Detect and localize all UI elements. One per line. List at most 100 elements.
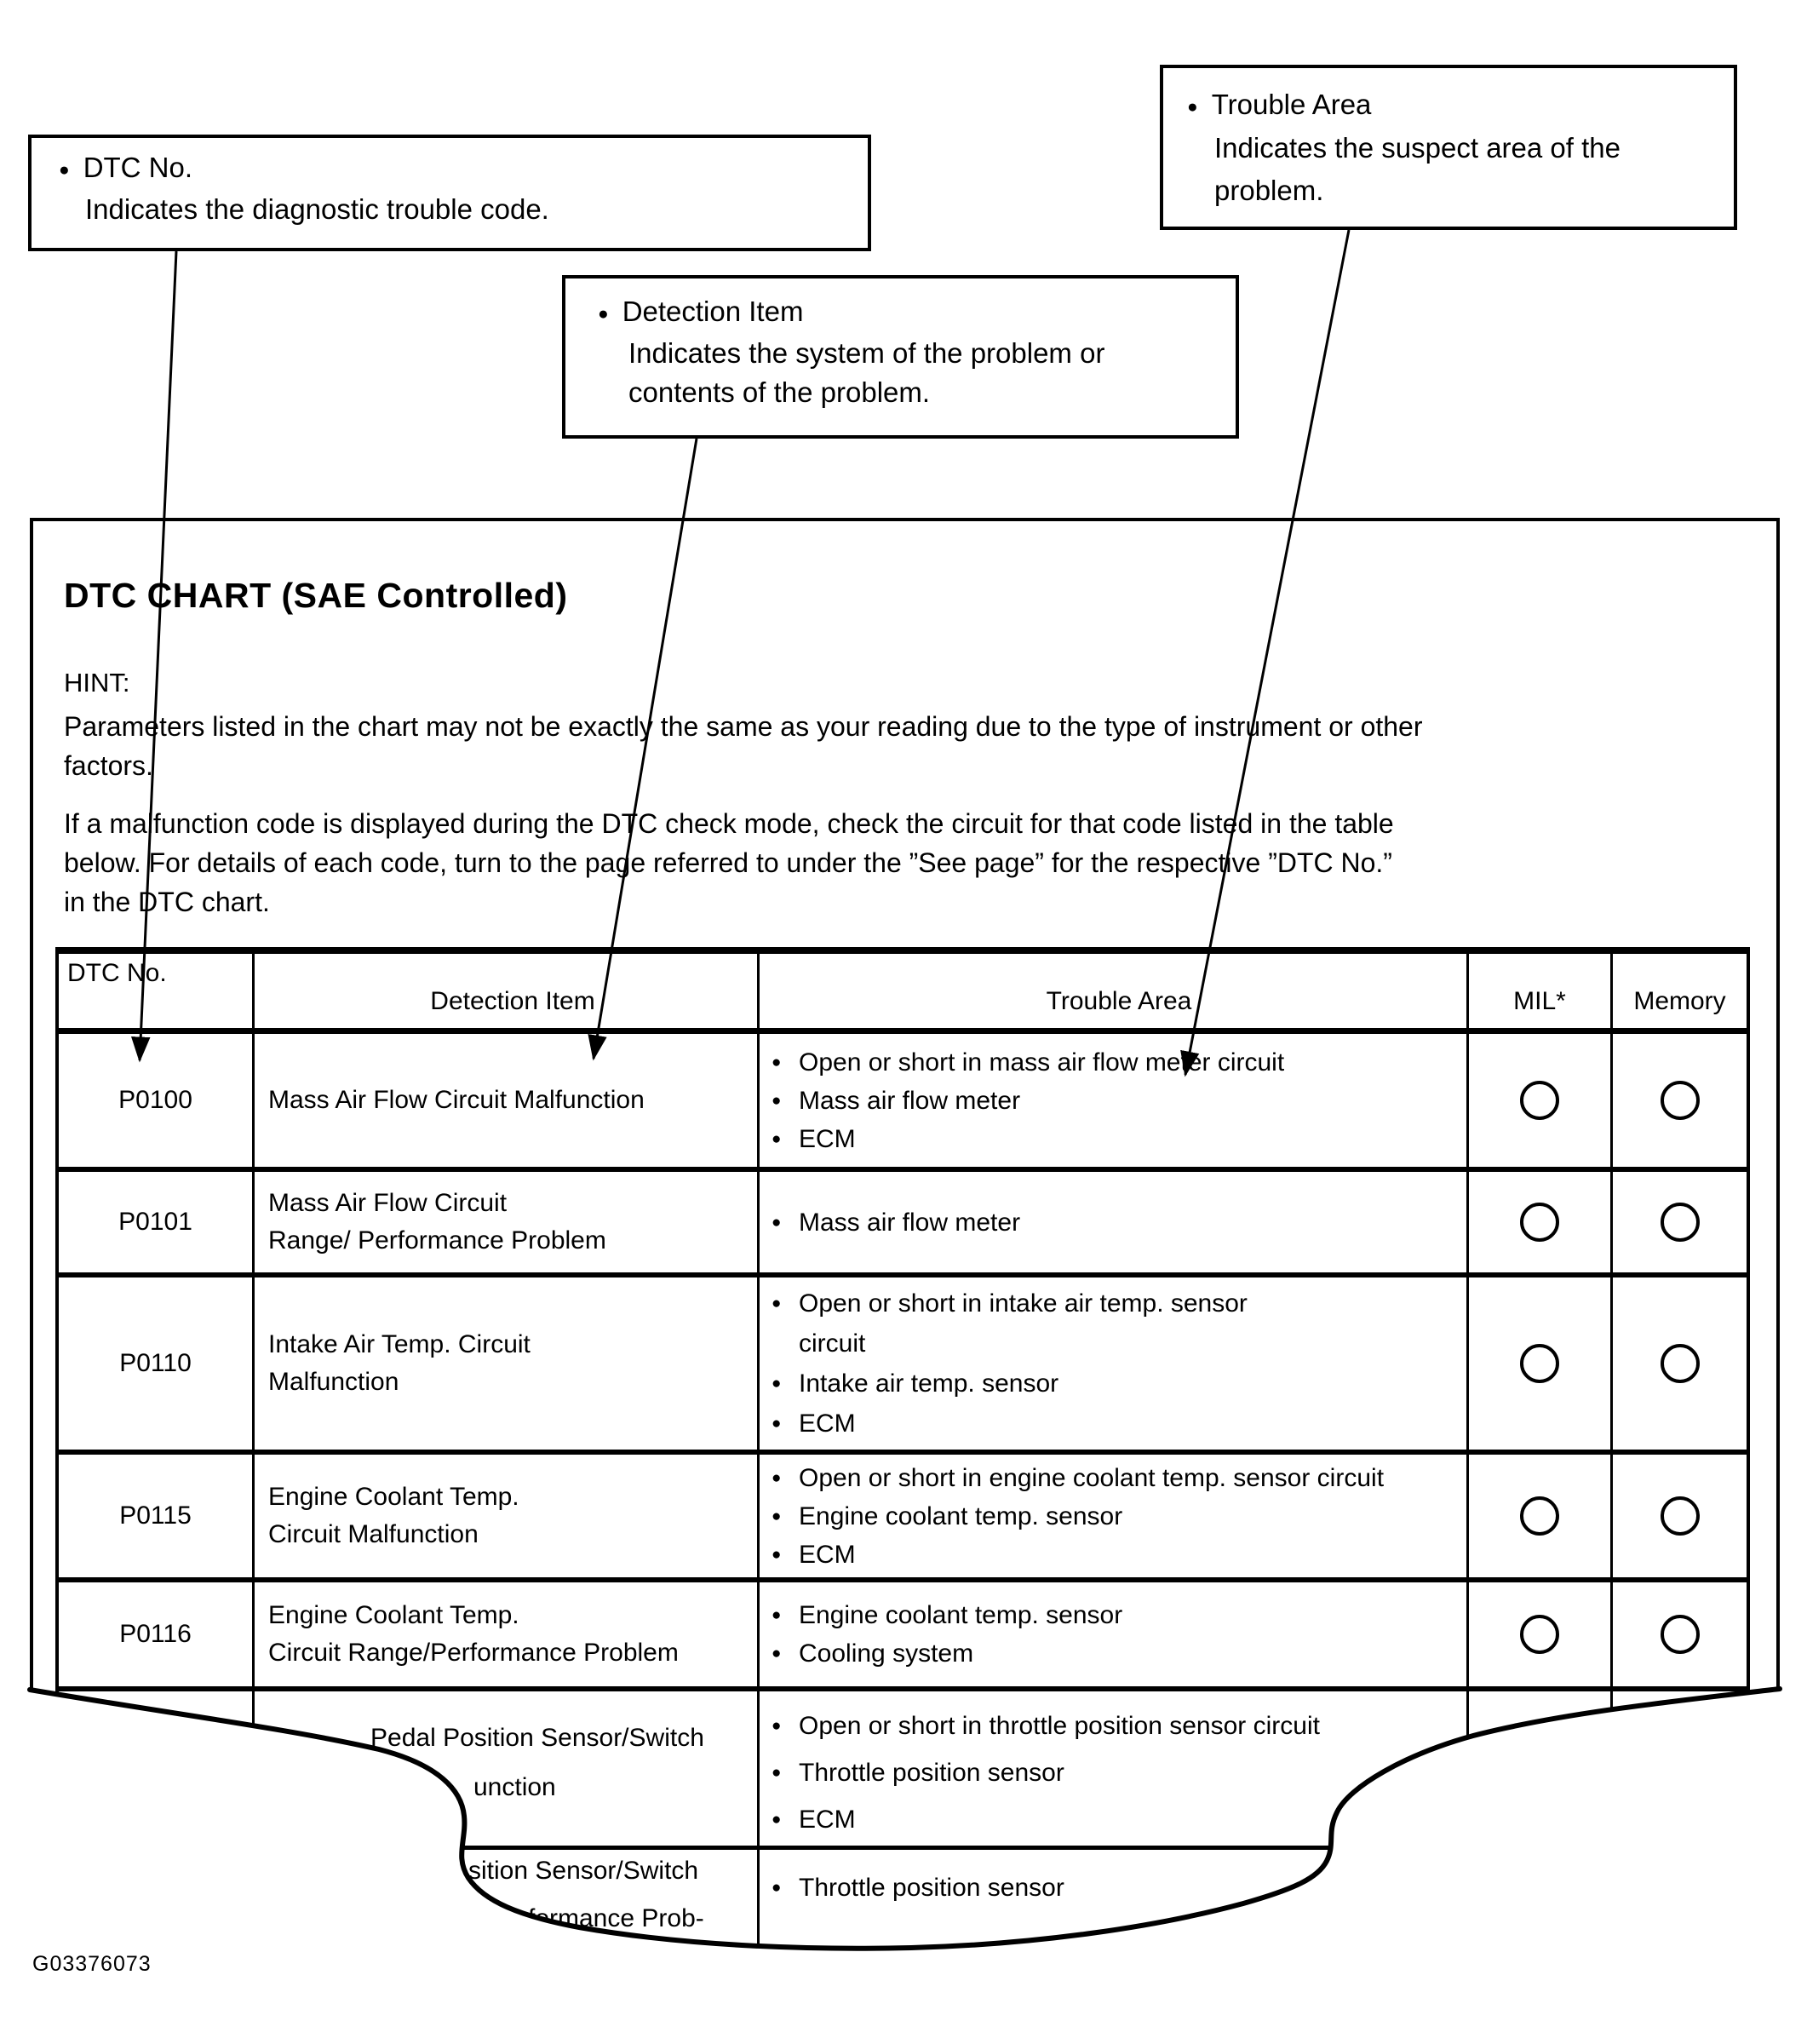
trouble-item-text: Open or short in intake air temp. sensor… [799, 1283, 1248, 1364]
detection-item-cell: Engine Coolant Temp.Circuit Range/Perfor… [252, 1582, 757, 1686]
trouble-line: Mass air flow meter [799, 1208, 1021, 1237]
trouble-item-text: Open or short in mass air flow meter cir… [799, 1043, 1284, 1082]
trouble-item: ●ECM [772, 1120, 1466, 1158]
dtc-code-cell: P0110 [59, 1278, 252, 1450]
table-row: Pedal Position Sensor/Switch unction ● Open… [59, 1691, 1747, 1850]
trouble-item-text: ECM [799, 1404, 856, 1444]
callout-title-row: ●Trouble Area [1187, 85, 1734, 127]
trouble-line: Intake air temp. sensor [799, 1369, 1059, 1398]
memory-cell [1610, 1172, 1747, 1272]
detection-line-fragment: unction [473, 1773, 556, 1801]
trouble-item: ●Mass air flow meter [772, 1082, 1466, 1120]
trouble-line: Engine coolant temp. sensor [799, 1601, 1123, 1629]
mil-cell [1466, 1278, 1610, 1450]
bullet-icon: ● [772, 1091, 782, 1110]
trouble-line: ECM [799, 1410, 856, 1438]
mil-circle [1520, 1496, 1559, 1536]
mil-circle [1520, 1615, 1559, 1654]
trouble-item: ●Throttle position sensor [772, 1749, 1466, 1796]
trouble-item: ●Throttle position sensor [772, 1869, 1466, 1907]
detection-line: Mass Air Flow Circuit Malfunction [268, 1086, 645, 1114]
detection-item-cell: Pedal Position Sensor/Switch unction [252, 1691, 757, 1846]
trouble-item-text: Cooling system [799, 1634, 973, 1673]
trouble-area-cell: ●Throttle position sensor [757, 1850, 1466, 2008]
callout-detection-item: ●Detection Item Indicates the system of … [562, 275, 1239, 439]
header-mil: MIL* [1466, 954, 1610, 1028]
dtc-code: P0115 [119, 1501, 192, 1530]
paragraph-line: in the DTC chart. [64, 887, 270, 917]
mil-cell [1466, 1691, 1610, 1846]
bullet-icon: ● [772, 1879, 782, 1897]
header-detection-item: Detection Item [252, 954, 757, 1028]
detection-line: Malfunction [268, 1368, 399, 1396]
trouble-item: ●Engine coolant temp. sensor [772, 1497, 1466, 1536]
bullet-icon: ● [772, 1507, 782, 1525]
callout-detection-item-title: Detection Item [622, 296, 804, 327]
dtc-table: DTC No. Detection Item Trouble Area MIL*… [55, 947, 1750, 2008]
hint-paragraph: Parameters listed in the chart may not b… [64, 707, 1758, 785]
bullet-icon: ● [772, 1053, 782, 1071]
trouble-line: Open or short in mass air flow meter cir… [799, 1048, 1285, 1077]
detection-line: Engine Coolant Temp. [268, 1483, 519, 1511]
trouble-line: ECM [799, 1806, 856, 1834]
dtc-code-cell [59, 1691, 252, 1846]
detection-item-cell: Engine Coolant Temp.Circuit Malfunction [252, 1455, 757, 1577]
callout-trouble-area-desc: Indicates the suspect area of the [1214, 132, 1621, 164]
callout-trouble-area-title: Trouble Area [1211, 89, 1372, 120]
bullet-icon: ● [772, 1717, 782, 1735]
table-header-row: DTC No. Detection Item Trouble Area MIL*… [59, 954, 1747, 1034]
paragraph-line: factors. [64, 750, 153, 781]
paragraph-line: Parameters listed in the chart may not b… [64, 711, 1423, 742]
trouble-line: Open or short in intake air temp. sensor [799, 1289, 1248, 1318]
trouble-item: ●ECM [772, 1404, 1466, 1444]
callout-detection-item-desc: contents of the problem. [628, 376, 931, 408]
dtc-code-cell: P0116 [59, 1582, 252, 1686]
dtc-code-cell: P0101 [59, 1172, 252, 1272]
trouble-item-text: Mass air flow meter [799, 1203, 1020, 1242]
memory-circle [1661, 1496, 1700, 1536]
trouble-item-text: Open or short in engine coolant temp. se… [799, 1459, 1384, 1497]
trouble-item-text: Engine coolant temp. sensor [799, 1596, 1122, 1634]
body-paragraph: If a malfunction code is displayed durin… [64, 804, 1758, 922]
detection-line: Mass Air Flow Circuit [268, 1189, 508, 1217]
memory-cell [1610, 1850, 1747, 2008]
trouble-line: ECM [799, 1124, 856, 1153]
bullet-icon: ● [772, 1645, 782, 1662]
callout-trouble-area: ●Trouble Area Indicates the suspect area… [1160, 65, 1737, 230]
paragraph-line: If a malfunction code is displayed durin… [64, 808, 1394, 839]
trouble-item: ●ECM [772, 1536, 1466, 1574]
memory-cell [1610, 1455, 1747, 1577]
mil-cell [1466, 1172, 1610, 1272]
memory-cell [1610, 1278, 1747, 1450]
detection-line: Intake Air Temp. Circuit [268, 1330, 531, 1358]
trouble-item: ● Open or short in engine coolant temp. s… [772, 1459, 1466, 1497]
trouble-area-cell: ●Open or short in intake air temp. senso… [757, 1278, 1466, 1450]
trouble-item: ● Cooling system [772, 1634, 1466, 1673]
dtc-code-cell: P0115 [59, 1455, 252, 1577]
memory-cell [1610, 1034, 1747, 1167]
trouble-area-cell: ●Mass air flow meter [757, 1172, 1466, 1272]
callout-dtc-no-title: DTC No. [83, 152, 193, 183]
trouble-item: ● Open or short in mass air flow meter ci… [772, 1043, 1466, 1082]
bullet-icon: ● [772, 1545, 782, 1564]
trouble-item-text: Open or short in throttle position senso… [799, 1702, 1320, 1749]
table-row: P0100 Mass Air Flow Circuit Malfunction ● O… [59, 1034, 1747, 1172]
bullet-icon: ● [59, 160, 70, 180]
dtc-code-cell [59, 1850, 252, 2008]
callout-dtc-no-desc: Indicates the diagnostic trouble code. [85, 193, 549, 225]
bullet-icon: ● [772, 1468, 782, 1487]
header-memory: Memory [1610, 954, 1747, 1028]
callout-title-row: ●Detection Item [598, 292, 1236, 334]
trouble-item-text: Intake air temp. sensor [799, 1364, 1058, 1404]
table-row: P0115 Engine Coolant Temp.Circuit Malfunc… [59, 1455, 1747, 1582]
bullet-icon: ● [772, 1811, 782, 1829]
bullet-icon: ● [772, 1606, 782, 1624]
dtc-code-cell: P0100 [59, 1034, 252, 1167]
detection-line-fragment: Pedal Position Sensor/Switch [370, 1724, 704, 1752]
memory-circle [1661, 1203, 1700, 1242]
detection-line: Range/ Performance Problem [268, 1226, 606, 1255]
